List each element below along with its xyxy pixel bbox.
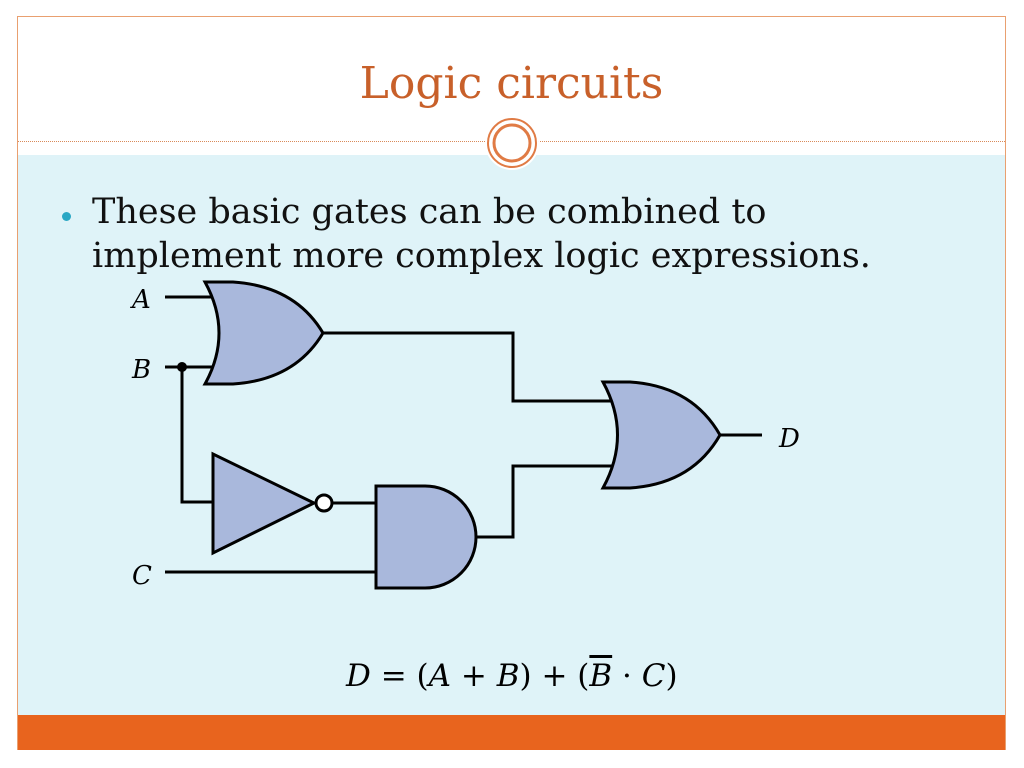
not-gate	[211, 451, 318, 556]
formula-d: D	[346, 658, 371, 694]
wire-b-branch	[180, 367, 212, 504]
output-label-d: D	[778, 424, 800, 454]
footer-accent-bar	[18, 715, 1005, 750]
or-gate-2	[600, 380, 722, 490]
or-gate-1	[202, 280, 325, 386]
junction-dot	[177, 362, 187, 372]
wire-and-out	[477, 464, 612, 539]
circle-ornament-icon	[485, 116, 539, 170]
not-bubble	[314, 493, 334, 513]
input-label-a: A	[130, 285, 151, 315]
boolean-formula: D = (A + B) + (B · C)	[346, 658, 678, 694]
formula-b-bar: B	[589, 658, 613, 694]
bullet-text: These basic gates can be combined to imp…	[92, 192, 871, 276]
input-label-c: C	[132, 561, 152, 591]
input-label-b: B	[131, 355, 151, 385]
wire-or1-out	[323, 331, 612, 403]
slide-title: Logic circuits	[359, 58, 664, 109]
and-gate	[374, 484, 478, 590]
bullet-dot-icon	[62, 212, 71, 221]
